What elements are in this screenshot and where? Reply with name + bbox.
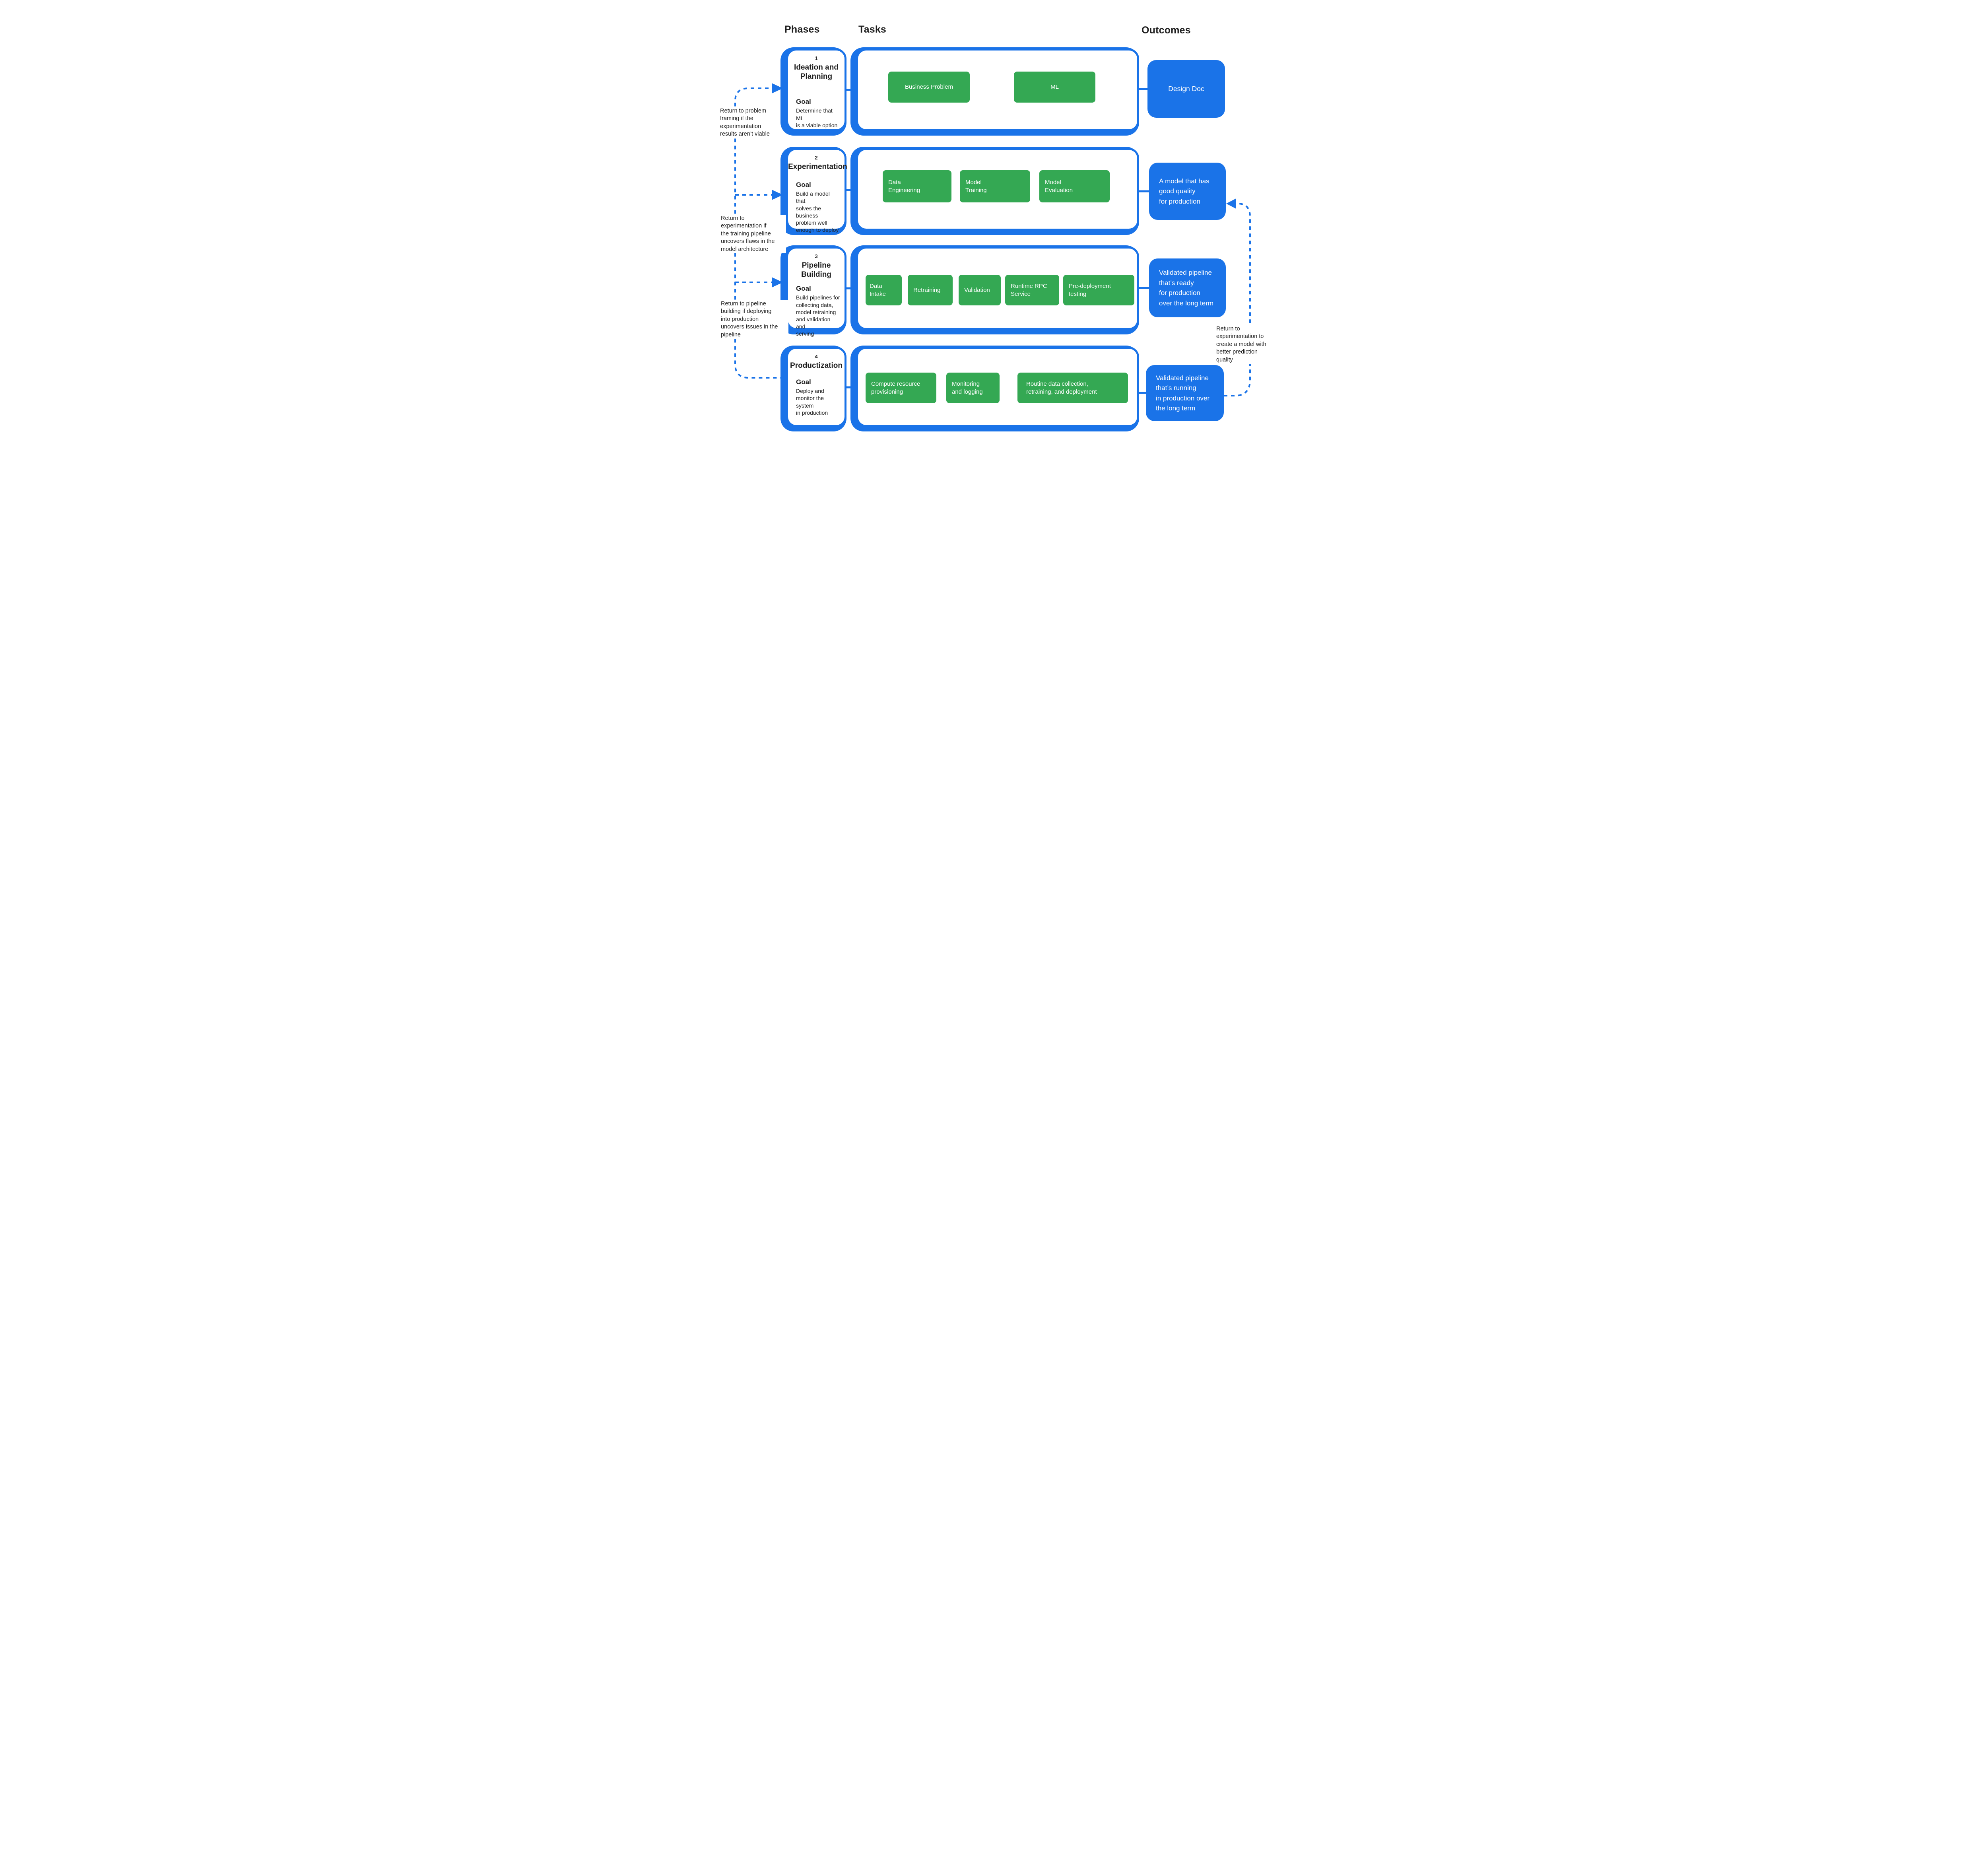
annotation-return-to-pipeline-building: Return to pipeline building if deploying… (721, 300, 788, 339)
outcome-box-validated-pipeline-ready: Validated pipeline that’s ready for prod… (1149, 258, 1226, 317)
phase-number: 1 (815, 55, 818, 61)
goal-text: Deploy and monitor the system in product… (796, 388, 828, 416)
phase-box-experimentation: 2 Experimentation Goal Build a model tha… (786, 148, 847, 233)
column-header-tasks: Tasks (858, 24, 887, 35)
annotation-return-for-better-prediction: Return to experimentation to create a mo… (1216, 325, 1275, 364)
task-box-pre-deployment-testing: Pre-deployment testing (1063, 275, 1134, 305)
goal-text: Build pipelines for collecting data, mod… (796, 294, 840, 337)
phase-box-ideation: 1 Ideation and Planning Goal Determine t… (786, 49, 846, 131)
goal-label: Goal (796, 98, 811, 106)
goal-label: Goal (796, 378, 811, 386)
task-box-retraining: Retraining (908, 275, 953, 305)
phase-box-pipeline-building: 3 Pipeline Building Goal Build pipelines… (786, 247, 846, 337)
outcome-box-design-doc: Design Doc (1147, 60, 1225, 118)
phase-number: 3 (815, 253, 818, 259)
phase-title: Pipeline Building (801, 261, 831, 279)
task-box-validation: Validation (959, 275, 1001, 305)
task-box-business-problem: Business Problem (888, 72, 970, 103)
task-box-routine-data-collection: Routine data collection, retraining, and… (1017, 373, 1128, 403)
phase-number: 2 (815, 155, 818, 161)
column-header-outcomes: Outcomes (1142, 25, 1191, 36)
arrow-left-icon (1226, 198, 1236, 209)
task-box-ml: ML (1014, 72, 1095, 103)
arrow-right-icon (772, 277, 783, 288)
phase-box-productization: 4 Productization Goal Deploy and monitor… (786, 347, 846, 427)
column-header-phases: Phases (784, 24, 820, 35)
task-box-model-evaluation: Model Evaluation (1039, 170, 1110, 202)
task-box-data-engineering: Data Engineering (883, 170, 951, 202)
task-box-compute-resource-provisioning: Compute resource provisioning (866, 373, 936, 403)
phase-task-connectors (846, 89, 858, 389)
task-box-monitoring-and-logging: Monitoring and logging (946, 373, 1000, 403)
phase-title: Experimentation (788, 163, 847, 171)
arrow-right-icon (772, 190, 783, 200)
goal-text: Build a model that solves the business p… (796, 190, 839, 233)
arrow-right-icon (772, 83, 783, 93)
phase-number: 4 (815, 354, 818, 359)
task-box-runtime-rpc-service: Runtime RPC Service (1005, 275, 1059, 305)
phase-title: Productization (790, 361, 843, 370)
goal-text: Determine that ML is a viable option (796, 107, 838, 128)
phase-title: Ideation and Planning (794, 63, 839, 81)
task-box-data-intake: Data Intake (866, 275, 902, 305)
annotation-return-to-problem-framing: Return to problem framing if the experim… (720, 107, 777, 138)
goal-label: Goal (796, 181, 811, 189)
outcome-box-model-quality: A model that has good quality for produc… (1149, 163, 1226, 220)
mlops-phases-diagram: Phases Tasks Outcomes 1 Ideation and Pla… (712, 0, 1276, 465)
goal-label: Goal (796, 285, 811, 293)
dashed-return-rail-right (1224, 203, 1251, 396)
outcome-box-validated-pipeline-running: Validated pipeline that’s running in pro… (1146, 365, 1224, 421)
task-outcome-connectors (1139, 88, 1150, 394)
task-box-model-training: Model Training (960, 170, 1030, 202)
annotation-return-to-experimentation: Return to experimentation if the trainin… (721, 215, 786, 254)
